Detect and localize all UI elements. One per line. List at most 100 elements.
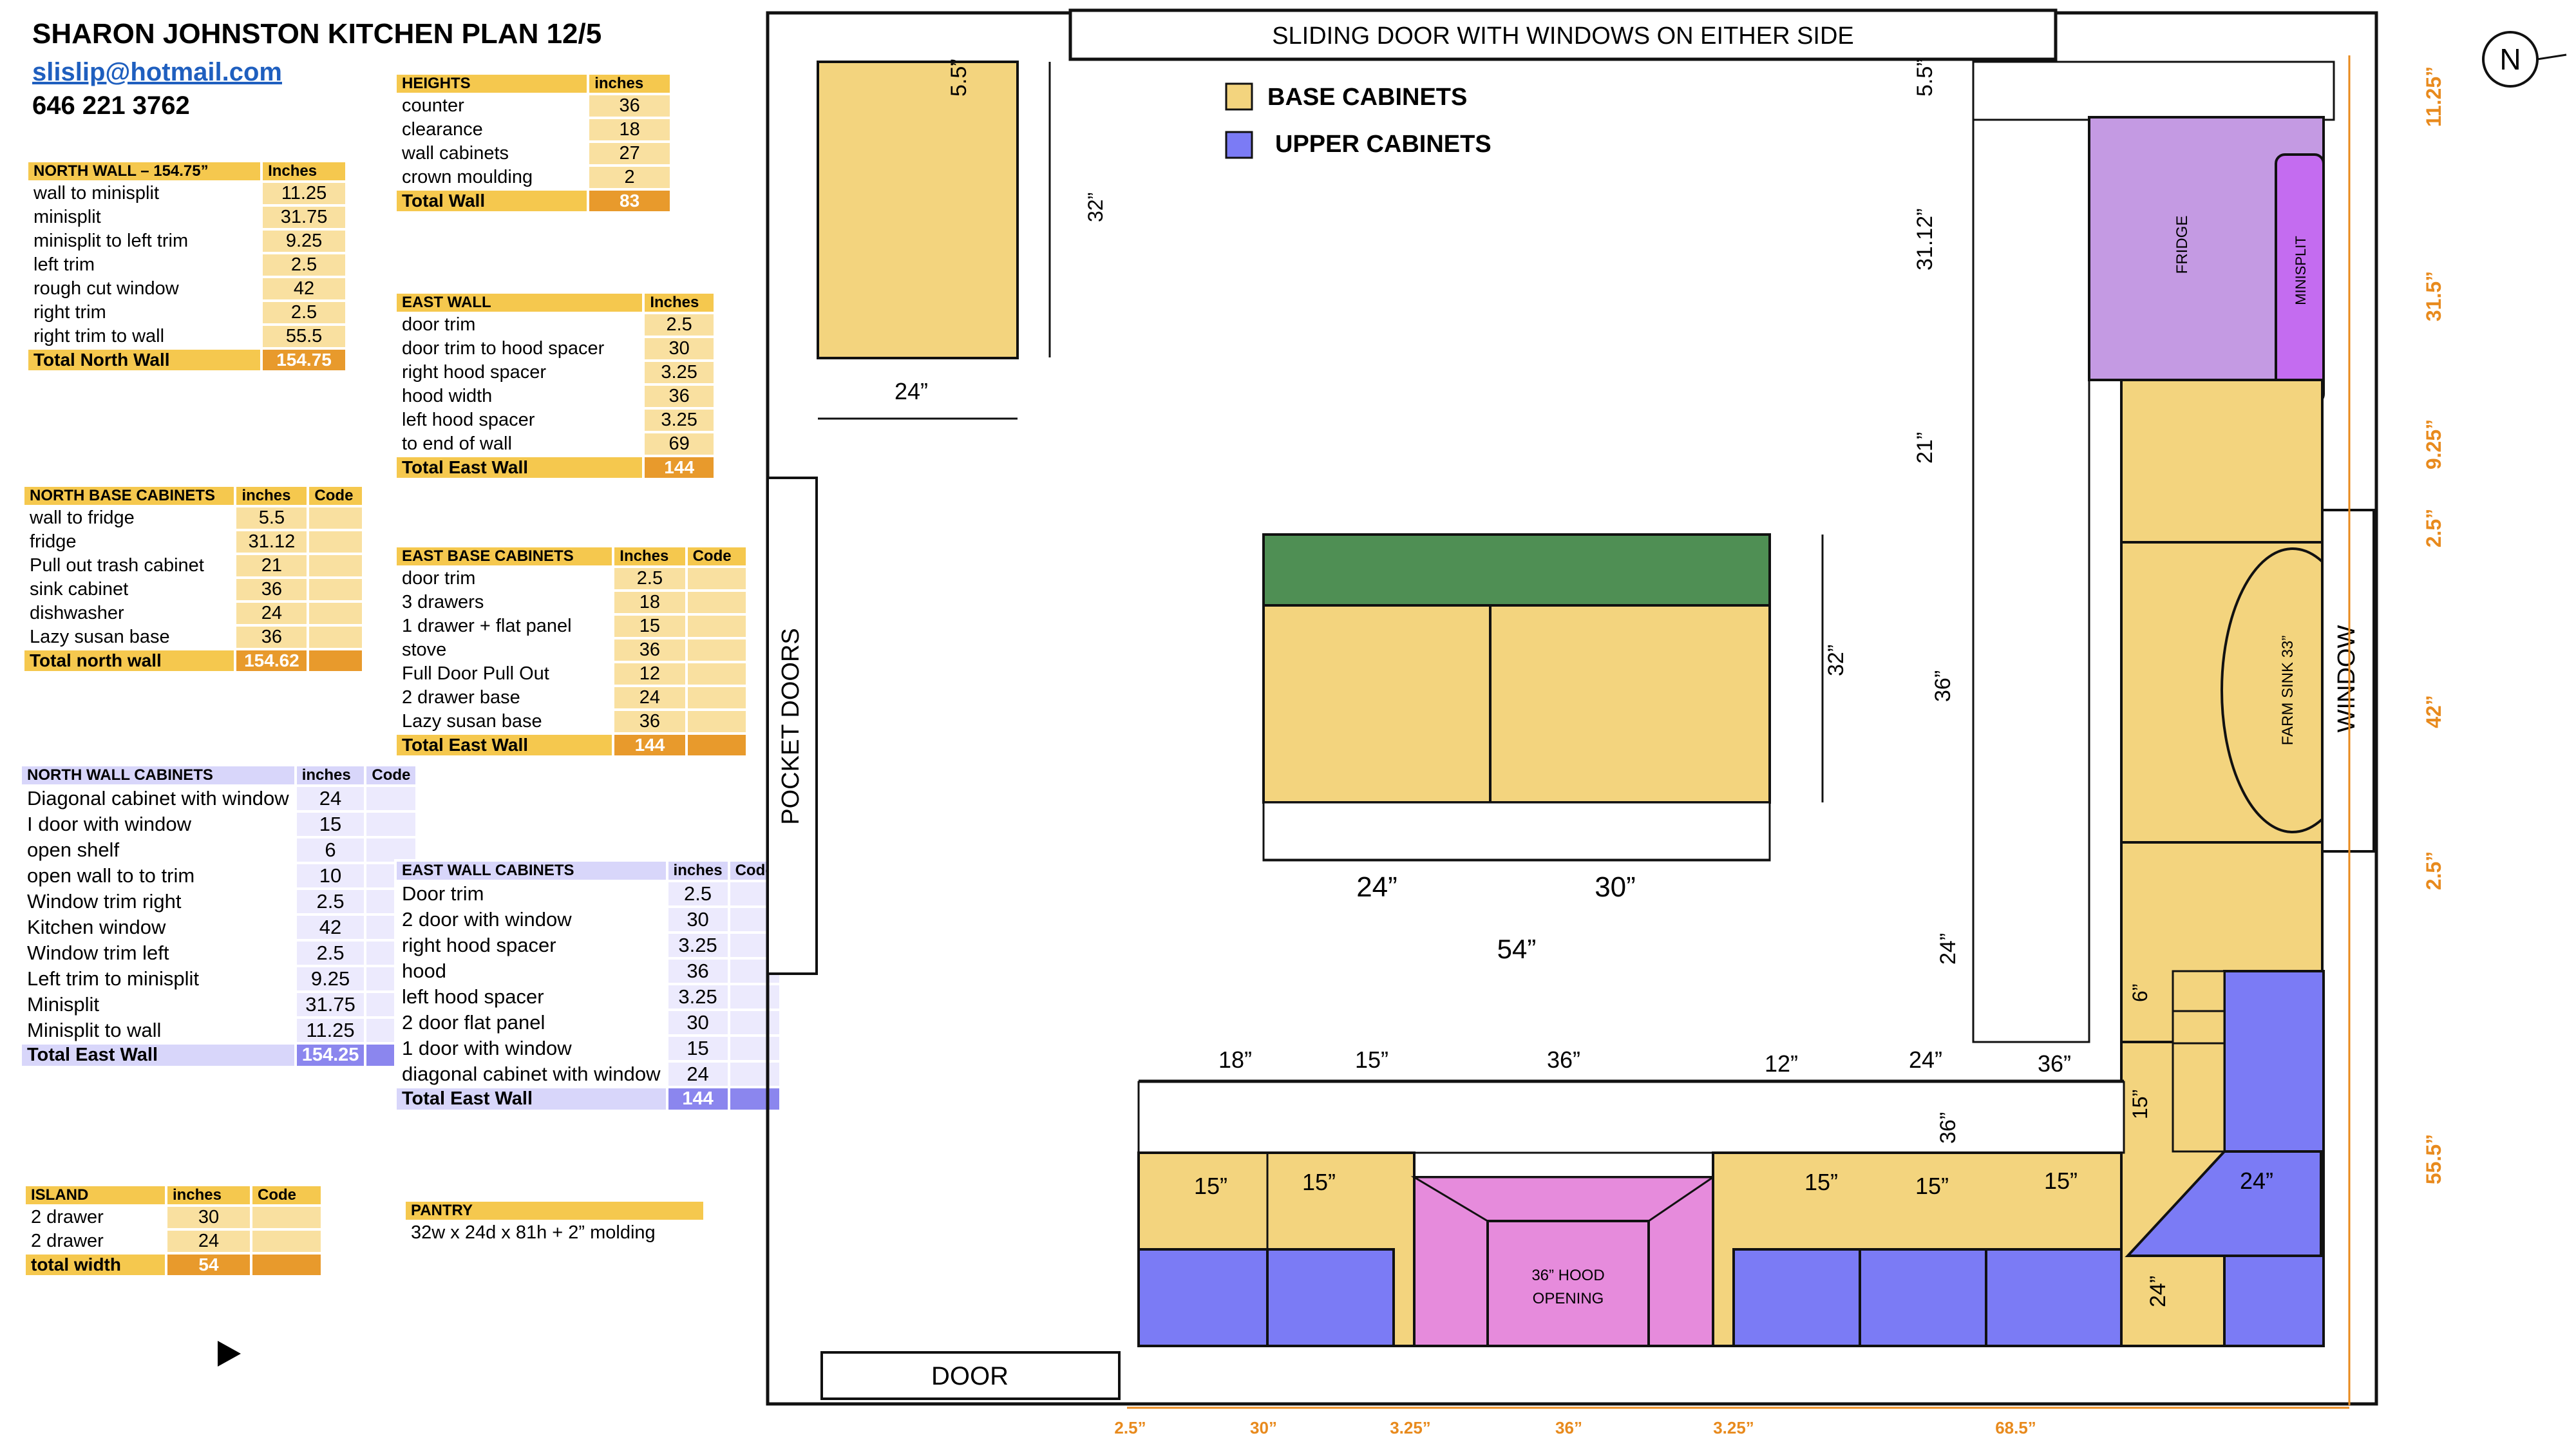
sliding-door-label: SLIDING DOOR WITH WINDOWS ON EITHER SIDE [1272,23,1854,50]
hood-opening-label-2: OPENING [1533,1290,1604,1307]
table-cell: 36 [587,93,672,119]
table-cell: 27 [587,140,672,167]
table-cell [727,1034,782,1063]
island-top [1262,533,1771,607]
table-cell: stove [393,637,615,663]
table-cell: 15 [294,810,367,838]
table-cell: to end of wall [393,431,645,457]
table-cell: diagonal cabinet with window [394,1060,668,1088]
email-link[interactable]: slislip@hotmail.com [32,58,282,86]
table-cell: 36 [612,708,688,735]
table-header: PANTRY [403,1199,706,1222]
table-cell: right hood spacer [394,931,668,960]
table-cell: open wall to to trim [19,862,297,890]
table-cell: Pull out trash cabinet [21,553,237,579]
table-cell: 24 [665,1060,730,1088]
window-label: WINDOW [2333,625,2360,733]
dim-15-top: 15” [1355,1046,1388,1073]
table-cell: clearance [393,117,590,143]
table-cell: wall cabinets [393,140,590,167]
column-header: NORTH BASE CABINETS [21,484,237,507]
dim-cab-24: 24” [2240,1168,2273,1194]
column-header: Code [364,764,419,787]
table-cell: 69 [642,431,716,457]
phone-number: 646 221 3762 [32,91,190,120]
table-cell: 2.5 [294,939,367,967]
table-cell: 2.5 [642,312,716,338]
total-cell [249,1252,324,1278]
dim-cab-15d: 15” [1915,1173,1949,1199]
table-cell: 10 [294,862,367,890]
table-row: 32w x 24d x 81h + 2” molding [403,1220,706,1246]
table-cell: 24 [234,600,310,627]
table-cell: 2 door flat panel [394,1009,668,1037]
north-dim-label: 42” [2422,695,2445,728]
total-cell: Total North Wall [25,347,263,373]
table-cell: Lazy susan base [21,624,237,650]
dim-5-5: 5.5” [947,59,971,97]
play-arrow-icon[interactable] [218,1341,241,1367]
table-cell [307,624,365,650]
total-cell [727,1086,782,1112]
table-cell: 15 [612,613,688,639]
total-cell: 144 [665,1086,730,1112]
table-cell: 2 drawer [23,1204,167,1231]
legend-upper-label: UPPER CABINETS [1275,131,1492,158]
table-cell: 31.75 [260,204,348,231]
column-header: PANTRY [403,1199,706,1222]
column-header: ISLAND [23,1184,167,1207]
upper-2-door-b [1266,1248,1395,1347]
total-cell: 54 [164,1252,252,1278]
table-cell: wall to fridge [21,505,237,531]
upper-flat-panel-b [1859,1248,1987,1347]
table-cell: 3.25 [665,983,730,1011]
north-wall-dimensions: 11.25”31.5”9.25”2.5”42”2.5”55.5” [2422,66,2445,1184]
dim-36-top-b: 36” [2038,1050,2071,1077]
table-cell: sink cabinet [21,576,237,603]
table-cell: Door trim [394,880,668,908]
table-cell: hood width [393,383,645,410]
island-30-dim: 30” [1595,871,1636,903]
dim-36-top: 36” [1547,1046,1580,1073]
dim-5-5-right: 5.5” [1913,59,1937,97]
island-cabinet-24 [1262,604,1492,804]
table-cell: door trim [393,565,615,592]
window-box [2321,509,2375,853]
table-cell: 1 door with window [394,1034,668,1063]
column-header: NORTH WALL CABINETS [19,764,297,787]
table-cell: Kitchen window [19,913,297,942]
table-cell: 31.75 [294,990,367,1019]
sliding-door-box [1068,8,2058,61]
table-cell: 42 [294,913,367,942]
trash-cabinet [2120,379,2324,544]
table-cell: 36 [642,383,716,410]
table-cell: 9.25 [294,965,367,993]
dim-18: 18” [1218,1046,1252,1073]
upper-1-door [1985,1248,2123,1347]
dim-cab-15c: 15” [1804,1169,1838,1195]
table-cell: Diagonal cabinet with window [19,784,297,813]
table-cell: 3 drawers [393,589,615,616]
upper-flat-panel-a [1732,1248,1861,1347]
legend-base-swatch [1225,82,1253,111]
table-cell: 30 [642,336,716,362]
table-cell: 3.25 [642,359,716,386]
table-cell [307,553,365,579]
table-cell: 2 door with window [394,905,668,934]
total-cell: 144 [612,732,688,758]
